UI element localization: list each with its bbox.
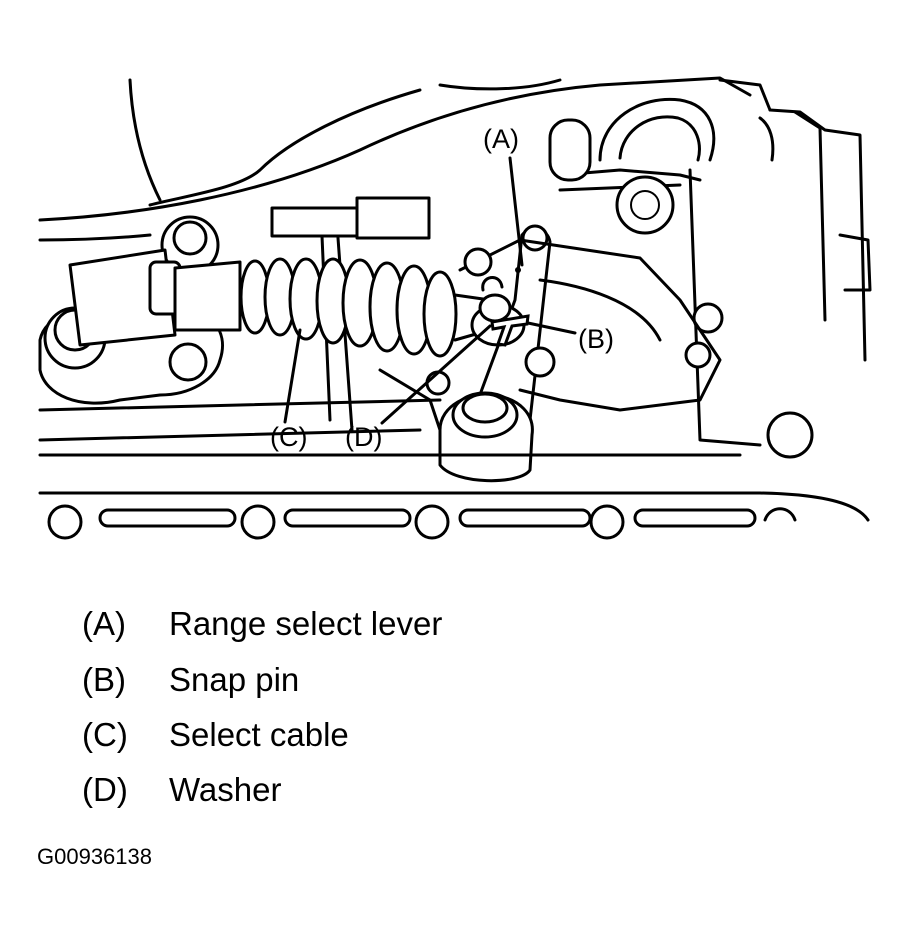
figure-id: G00936138 bbox=[37, 844, 152, 869]
select-cable-boot bbox=[173, 257, 492, 358]
callout-d: (D) bbox=[345, 422, 382, 452]
upper-housing bbox=[38, 76, 772, 242]
legend-key: (A) bbox=[82, 605, 126, 642]
legend-key: (D) bbox=[82, 771, 128, 808]
legend-key: (B) bbox=[82, 661, 126, 698]
leader-lines bbox=[283, 156, 577, 425]
transmission-diagram: (A) (B) (C) (D) bbox=[38, 76, 872, 540]
legend-description: Range select lever bbox=[169, 605, 443, 642]
callout-b: (B) bbox=[578, 324, 614, 354]
callout-a: (A) bbox=[483, 124, 519, 154]
legend-key: (C) bbox=[82, 716, 128, 753]
legend-description: Snap pin bbox=[169, 661, 300, 698]
right-housing bbox=[548, 97, 872, 459]
legend-description: Select cable bbox=[169, 716, 349, 753]
mounting-plate bbox=[378, 238, 722, 432]
bottom-rail bbox=[38, 398, 870, 540]
washer-and-snap-pin bbox=[470, 276, 530, 347]
callout-c: (C) bbox=[270, 422, 307, 452]
boot-ribs bbox=[239, 257, 458, 358]
legend-description: Washer bbox=[169, 771, 282, 808]
